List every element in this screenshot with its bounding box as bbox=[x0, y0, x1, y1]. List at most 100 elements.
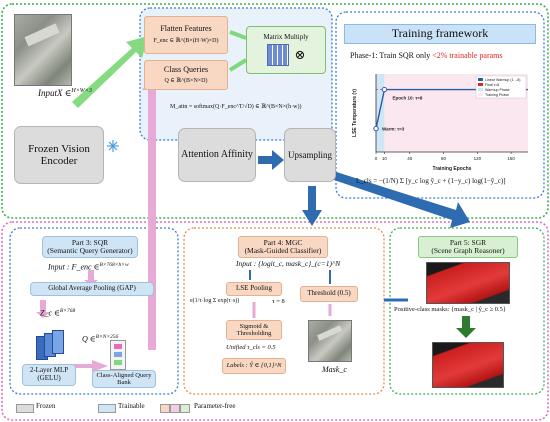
part5-subtitle: (Scene Graph Reasoner) bbox=[431, 246, 505, 255]
arrow-bank-to-queries bbox=[142, 76, 162, 350]
flatten-features-box: Flatten Features F_enc ∈ ℝ^(B×(H·W)×D) bbox=[144, 16, 228, 54]
legend-swatch-param-free-2 bbox=[170, 404, 180, 413]
legend-trainable: Trainable bbox=[118, 402, 145, 411]
frame-part3 bbox=[9, 227, 179, 395]
class-queries-label: Class Queries bbox=[163, 64, 209, 74]
part3-input-dim: B×768×h×w bbox=[99, 262, 129, 268]
part4-header: Part 4: MGC (Mask-Guided Classifier) bbox=[238, 236, 328, 258]
arrow-gap-to-z bbox=[36, 300, 50, 318]
gap-box: Global Average Pooling (GAP) bbox=[30, 282, 154, 296]
labels-box: Labels : Ŷ ∈ {0,1}^N bbox=[222, 358, 286, 374]
chart-point bbox=[381, 86, 388, 93]
chart-legend-entry: Warmup Phase bbox=[485, 88, 510, 92]
chart-legend-entry: Training Phase bbox=[485, 93, 509, 97]
chart-legend-swatch bbox=[478, 93, 483, 96]
chart-ylabel: LSE Temperature (τ) bbox=[352, 89, 358, 137]
legend-param-free: Parameter-free bbox=[194, 402, 235, 411]
matrix-symbol: ⊗ bbox=[294, 47, 306, 63]
sigmoid-box: Sigmoid & Thresholding bbox=[226, 320, 282, 340]
part3-title: Part 3: SQR bbox=[71, 237, 109, 247]
chart-xtick-label: 0 bbox=[375, 156, 378, 161]
legend-swatch-param-free-3 bbox=[180, 404, 190, 413]
legend-swatch-trainable bbox=[98, 404, 116, 413]
positive-text: Positive-class masks: {mask_c | ŷ_c ≥ 0.… bbox=[394, 306, 507, 313]
chart-legend-swatch bbox=[478, 83, 483, 86]
tau-value: τ = 8 bbox=[272, 298, 285, 305]
upsampling-label: Upsampling bbox=[288, 149, 332, 160]
z-label: Z_c ∈B×768 bbox=[40, 308, 75, 318]
chart-xtick-label: 160 bbox=[507, 156, 515, 161]
chart-point bbox=[373, 125, 379, 132]
legend-swatch-frozen bbox=[16, 404, 34, 413]
legend-trainable-text: Trainable bbox=[118, 402, 145, 410]
encoder-label: Frozen Vision Encoder bbox=[28, 142, 90, 167]
chart-xlabel: Training Epochs bbox=[433, 166, 472, 172]
q-label-text: Q ∈ bbox=[82, 334, 96, 344]
mlp-label: 2-Layer MLP (GELU) bbox=[29, 366, 69, 382]
arrow-mlp-to-bank bbox=[58, 360, 108, 372]
chart-legend-box bbox=[475, 75, 527, 99]
gap-label: Global Average Pooling (GAP) bbox=[48, 284, 136, 293]
positive-masks: Positive-class masks: {mask_c | ŷ_c ≥ 0.… bbox=[394, 306, 506, 313]
frame-part5 bbox=[389, 227, 545, 395]
matrix-grid-icon: ⊗ bbox=[266, 44, 306, 67]
attention-label: Attention Affinity bbox=[181, 149, 253, 161]
arrow-queries-to-matmul bbox=[228, 58, 248, 72]
scene-graph-image-bottom bbox=[432, 342, 504, 388]
query-bank-icon bbox=[110, 340, 126, 370]
sigmoid-label: Sigmoid & Thresholding bbox=[236, 322, 272, 337]
flatten-label: Flatten Features bbox=[160, 24, 212, 34]
z-label-text: Z_c ∈ bbox=[40, 308, 60, 318]
training-title-text: Training framework bbox=[391, 26, 489, 41]
phase-highlight: <2% trainable params bbox=[432, 51, 503, 60]
lse-formula-text: e(1/τ·log Σ exp(τ·s)) bbox=[190, 298, 240, 304]
unified-text: Unified τ_cls = 0.5 bbox=[226, 344, 276, 351]
loss-formula: L_cls = −(1/N) Σ [y_c log ŷ_c + (1−y_c) … bbox=[356, 177, 506, 186]
labels-text: Labels : Ŷ ∈ {0,1}^N bbox=[226, 362, 282, 370]
chart-legend-entry: Final τ=8 bbox=[485, 83, 499, 87]
frozen-vision-encoder: Frozen Vision Encoder bbox=[14, 126, 104, 184]
tau-text: τ = 8 bbox=[272, 298, 285, 305]
chart-xtick-label: 40 bbox=[407, 156, 413, 161]
chart-warmup-region bbox=[376, 74, 385, 152]
chart-legend-entry: Linear Warmup (1→8) bbox=[485, 78, 520, 82]
unified-threshold: Unified τ_cls = 0.5 bbox=[226, 344, 276, 351]
m-attn-formula: M_attn = softmax(Q·F_enc^T/√D) ∈ ℝ^(B×N×… bbox=[170, 104, 301, 111]
loss-text: L_cls = −(1/N) Σ [y_c log ŷ_c + (1−y_c) … bbox=[356, 177, 506, 185]
chart-annotation-epoch: Epoch 10: τ=8 bbox=[392, 96, 422, 101]
chart-legend-swatch bbox=[478, 78, 483, 81]
lse-label: LSE Pooling bbox=[236, 284, 272, 293]
part3-subtitle: (Semantic Query Generator) bbox=[47, 246, 133, 255]
q-dim: B×N×256 bbox=[95, 334, 119, 340]
frame-top bbox=[1, 3, 549, 219]
training-title: Training framework bbox=[344, 24, 536, 44]
legend-swatch-param-free-1 bbox=[160, 404, 170, 413]
lse-pooling-box: LSE Pooling bbox=[226, 282, 282, 296]
threshold-label: Threshold (0.5) bbox=[307, 289, 351, 298]
frame-training bbox=[335, 11, 545, 199]
query-bank-box: Class-Aligned Query Bank bbox=[92, 370, 156, 388]
input-dim: H×W×3 bbox=[71, 88, 92, 94]
scene-graph-image-top bbox=[426, 262, 510, 304]
part3-header: Part 3: SQR (Semantic Query Generator) bbox=[42, 236, 138, 258]
input-label-text: InputX ∈ bbox=[38, 88, 72, 98]
chart-legend-swatch bbox=[478, 88, 483, 91]
frame-bottom bbox=[1, 221, 549, 421]
matrix-multiply-label: Matrix Multiply bbox=[263, 32, 309, 41]
arrow-attention-to-upsampling bbox=[258, 150, 284, 170]
bank-label: Class-Aligned Query Bank bbox=[96, 371, 152, 386]
snowflake-icon-encoder bbox=[107, 140, 119, 152]
mlp-stack-icon bbox=[36, 330, 64, 360]
arrow-upsampling-to-part4 bbox=[302, 186, 322, 226]
part4-input: Input : {logit_c, mask_c}_(c=1)^N bbox=[236, 259, 340, 268]
input-label: InputX ∈H×W×3 bbox=[38, 88, 92, 99]
arrow-flatten-to-matmul bbox=[229, 30, 247, 40]
part4-title: Part 4: MGC bbox=[263, 237, 303, 247]
q-formula: Q ∈ ℝ^(B×N×D) bbox=[164, 77, 208, 84]
attention-affinity: Attention Affinity bbox=[178, 128, 256, 182]
threshold-box: Threshold (0.5) bbox=[300, 286, 358, 302]
frame-part4 bbox=[183, 227, 385, 395]
flatten-formula: F_enc ∈ ℝ^(B×(H·W)×D) bbox=[153, 38, 219, 45]
